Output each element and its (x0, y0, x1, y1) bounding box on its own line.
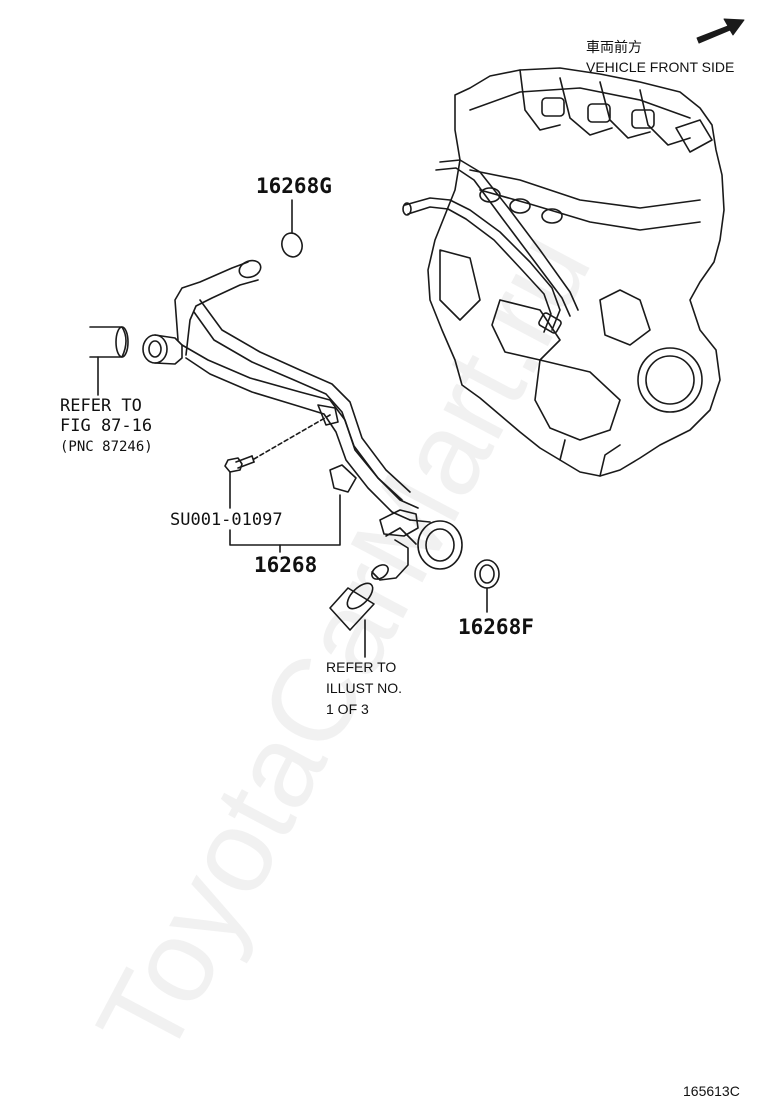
direction-label-en: VEHICLE FRONT SIDE (586, 59, 735, 75)
o-ring-16268G-illustration (281, 199, 303, 258)
figure-id: 165613C (683, 1083, 740, 1099)
vehicle-front-arrow-icon (696, 18, 745, 44)
left-reference-line1: REFER TO (60, 396, 142, 416)
bolt-illustration (224, 414, 331, 509)
part-number-16268G[interactable]: 16268G (256, 174, 332, 198)
reference-hose-bottom (329, 582, 375, 658)
left-reference-line3: (PNC 87246) (60, 439, 153, 455)
water-pipe-assembly (142, 259, 463, 581)
bottom-reference-line3: 1 OF 3 (326, 701, 369, 717)
callout-bracket-16268 (229, 494, 341, 553)
part-number-16268F[interactable]: 16268F (458, 615, 534, 639)
part-number-16268[interactable]: 16268 (254, 553, 318, 577)
gasket-16268F-illustration (474, 559, 500, 613)
direction-label-jp: 車両前方 (586, 39, 642, 55)
bottom-reference-line2[interactable]: ILLUST NO. (326, 680, 402, 696)
reference-hose-left (89, 326, 129, 396)
left-reference-line2[interactable]: FIG 87-16 (60, 416, 153, 436)
engine-block-illustration (402, 67, 725, 477)
bottom-reference-line1: REFER TO (326, 659, 397, 675)
bolt-code-label[interactable]: SU001-01097 (170, 510, 283, 530)
